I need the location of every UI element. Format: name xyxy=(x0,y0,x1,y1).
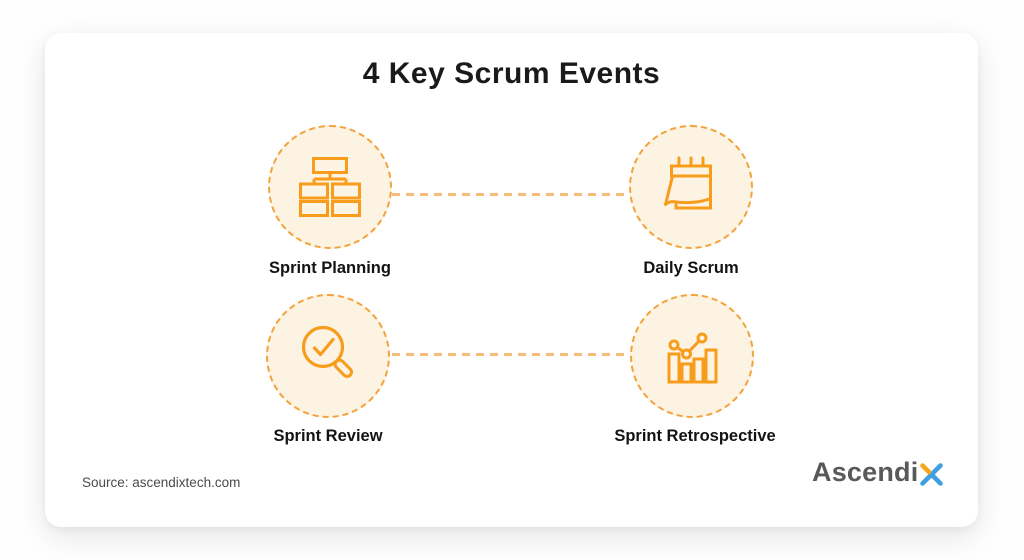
org-chart-icon xyxy=(299,157,361,217)
calendar-icon xyxy=(664,156,712,210)
dashed-connector-top xyxy=(392,193,627,196)
infographic-card: 4 Key Scrum Events xyxy=(45,33,978,527)
page-title: 4 Key Scrum Events xyxy=(362,57,661,90)
event-label-sprint-planning: Sprint Planning xyxy=(269,259,391,277)
event-badge-sprint-retrospective xyxy=(630,294,754,418)
source-text: Source: ascendixtech.com xyxy=(82,475,241,490)
bar-chart-trend-icon xyxy=(667,332,718,384)
event-label-sprint-review: Sprint Review xyxy=(273,427,383,445)
event-badge-sprint-review xyxy=(266,294,390,418)
ascendix-logo: Ascendi xyxy=(812,457,944,488)
logo-x-icon xyxy=(920,462,944,486)
magnifier-check-icon xyxy=(301,325,353,378)
event-label-daily-scrum: Daily Scrum xyxy=(643,259,739,277)
logo-wordmark: Ascendi xyxy=(812,457,919,487)
event-badge-sprint-planning xyxy=(268,125,392,249)
event-label-sprint-retrospective: Sprint Retrospective xyxy=(614,427,776,445)
dashed-connector-bottom xyxy=(392,353,627,356)
event-badge-daily-scrum xyxy=(629,125,753,249)
